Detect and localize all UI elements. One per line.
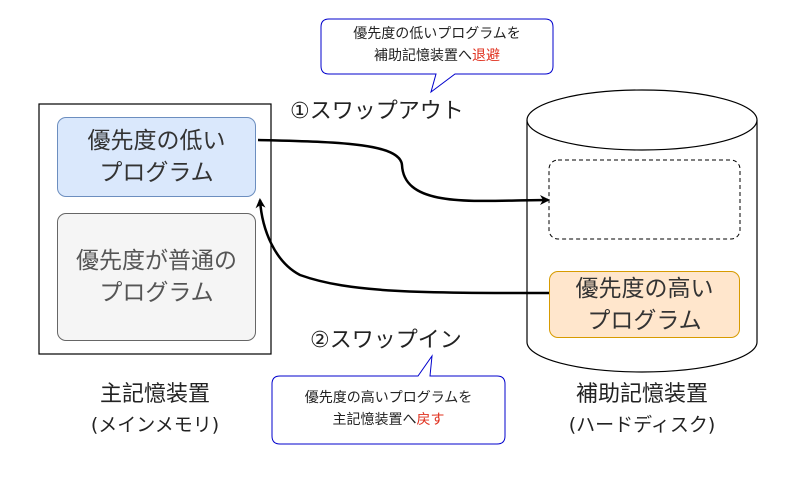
swap-out-callout-line1: 優先度の低いプログラムを bbox=[353, 26, 521, 42]
swap-out-callout-prefix: 補助記憶装置へ bbox=[374, 48, 472, 64]
swap-out-callout bbox=[320, 18, 554, 94]
main-memory-title: 主記憶装置 bbox=[99, 382, 210, 407]
low-priority-line2: プログラム bbox=[99, 160, 214, 186]
swap-in-callout-line2: 主記憶装置へ戻す bbox=[272, 409, 505, 431]
normal-priority-line1: 優先度が普通の bbox=[76, 248, 237, 274]
high-priority-program-box: 優先度の高い プログラム bbox=[549, 271, 740, 338]
swap-out-callout-line2: 補助記憶装置へ退避 bbox=[321, 45, 553, 67]
swap-in-callout-prefix: 主記憶装置へ bbox=[332, 412, 417, 428]
swap-in-arrow bbox=[255, 198, 551, 295]
swap-in-callout-text: 優先度の高いプログラムを 主記憶装置へ戻す bbox=[272, 387, 505, 431]
swap-in-label: ②スワップイン bbox=[310, 328, 462, 353]
auxiliary-storage-label: 補助記憶装置 (ハードディスク) bbox=[527, 380, 757, 440]
swap-out-callout-text: 優先度の低いプログラムを 補助記憶装置へ退避 bbox=[321, 23, 553, 67]
auxiliary-storage-subtitle: (ハードディスク) bbox=[568, 414, 716, 436]
high-priority-line2: プログラム bbox=[587, 307, 702, 334]
main-memory-subtitle: (メインメモリ) bbox=[90, 414, 220, 436]
low-priority-program-box: 優先度の低い プログラム bbox=[57, 117, 256, 197]
main-memory-label: 主記憶装置 (メインメモリ) bbox=[39, 380, 271, 440]
swap-out-arrow bbox=[257, 138, 550, 206]
swap-in-callout bbox=[271, 354, 506, 445]
low-priority-line1: 優先度の低い bbox=[87, 128, 226, 154]
auxiliary-storage-title: 補助記憶装置 bbox=[575, 382, 708, 407]
swap-in-callout-line1: 優先度の高いプログラムを bbox=[304, 390, 473, 406]
normal-priority-program-box: 優先度が普通の プログラム bbox=[57, 213, 256, 341]
swap-out-label: ①スワップアウト bbox=[290, 99, 464, 124]
normal-priority-line2: プログラム bbox=[99, 280, 214, 306]
swap-out-callout-emphasis: 退避 bbox=[472, 48, 500, 64]
high-priority-line1: 優先度の高い bbox=[575, 275, 714, 302]
swap-in-callout-emphasis: 戻す bbox=[416, 412, 445, 428]
